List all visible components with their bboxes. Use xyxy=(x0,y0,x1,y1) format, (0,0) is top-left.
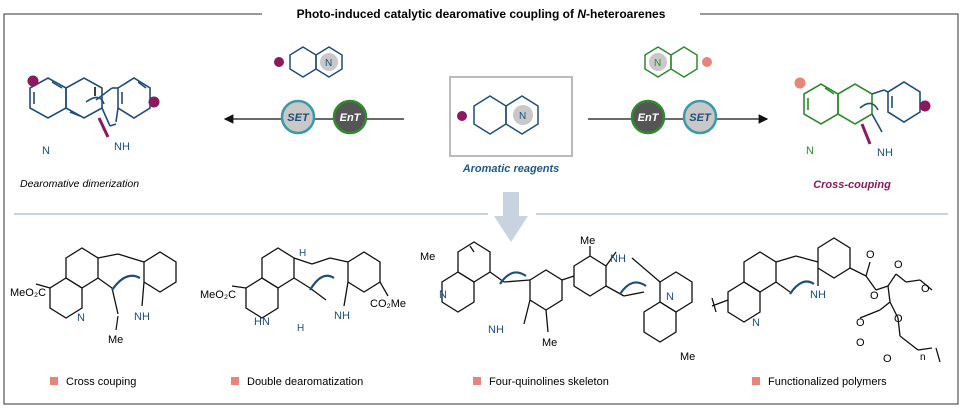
bullet-1 xyxy=(50,377,58,385)
structure-double-dearomatization xyxy=(231,247,389,319)
h-label-2a: H xyxy=(299,248,306,259)
n-label-3b: N xyxy=(666,291,674,303)
dimer-product-left xyxy=(29,77,151,127)
bullet-4 xyxy=(752,377,760,385)
o-label-4a: O xyxy=(866,249,875,261)
o-label-4e: O xyxy=(856,317,865,329)
substituent-dot-right1 xyxy=(794,77,806,89)
n-atom-left: N xyxy=(42,145,50,157)
caption-aromatic-reagents: Aromatic reagents xyxy=(462,163,560,175)
n-highlight-center xyxy=(513,105,533,125)
substituent-dot-center xyxy=(457,111,467,121)
bridge-bond-1 xyxy=(111,274,141,291)
n-label-1: N xyxy=(77,312,85,324)
bridge-bond-2 xyxy=(309,274,335,291)
structure-four-quinolines xyxy=(441,241,693,343)
n-label-4: N xyxy=(752,317,760,329)
me-label-3c: Me xyxy=(580,235,595,247)
set-cycle-left xyxy=(280,99,316,135)
substituent-dot-left-reagent xyxy=(274,57,284,67)
co2me-label-2: CO₂Me xyxy=(370,298,406,310)
bullet-3 xyxy=(473,377,481,385)
nh-left: NH xyxy=(114,141,130,153)
n-highlight-right-reagent xyxy=(649,53,667,71)
new-bond-right xyxy=(860,123,872,145)
nh-label-1: NH xyxy=(134,311,150,323)
n-subscript-label-4: n xyxy=(920,352,926,363)
meo2c-label-2: MeO₂C xyxy=(200,289,236,301)
structure-functionalized-polymer xyxy=(711,237,941,363)
caption-bottom-2: Double dearomatization xyxy=(247,376,363,388)
o-label-4h: O xyxy=(883,353,892,365)
bridge-bond-4 xyxy=(789,280,815,295)
new-bond-left xyxy=(97,117,110,138)
o-label-4b: O xyxy=(870,290,879,302)
nh-label-3b: NH xyxy=(610,253,626,265)
title-backdrop xyxy=(262,6,700,22)
nh-label-2: NH xyxy=(334,310,350,322)
substituent-dot-left1 xyxy=(27,75,39,87)
o-label-4d: O xyxy=(921,283,930,295)
set-cycle-right xyxy=(682,99,718,135)
ent-label-right: EnT xyxy=(638,112,660,124)
outer-frame xyxy=(3,13,959,405)
hn-label-2: HN xyxy=(254,316,270,328)
bridge-bond-3a xyxy=(499,271,527,285)
meo2c-label-1: MeO₂C xyxy=(10,287,46,299)
bridge-bond-3b xyxy=(619,281,647,295)
substituent-dot-right-reagent xyxy=(702,57,712,67)
set-label-right: SET xyxy=(689,112,712,124)
n-atom-right: N xyxy=(806,145,814,157)
caption-dearomative-dimerization: Dearomative dimerization xyxy=(20,178,139,190)
ent-cycle-right xyxy=(630,99,666,135)
ent-label-left: EnT xyxy=(340,112,362,124)
o-label-4c: O xyxy=(894,259,903,271)
caption-bottom-4: Functionalized polymers xyxy=(768,376,887,388)
quinoline-reagent-left xyxy=(289,46,343,78)
bullet-2 xyxy=(231,377,239,385)
nh-label-4: NH xyxy=(810,289,826,301)
me-label-3b: Me xyxy=(542,337,557,349)
me-label-3d: Me xyxy=(680,351,695,363)
nh-right: NH xyxy=(877,147,893,159)
n-label-left-reagent: N xyxy=(325,58,332,69)
caption-cross-couping: Cross-couping xyxy=(813,179,891,191)
quinoline-center xyxy=(473,95,539,135)
set-label-left: SET xyxy=(287,112,310,124)
scheme-title: Photo-induced catalytic dearomative coup… xyxy=(297,7,666,21)
substituent-dot-right2 xyxy=(919,100,931,112)
nh-label-3a: NH xyxy=(488,324,504,336)
caption-bottom-3: Four-quinolines skeleton xyxy=(489,376,609,388)
ent-cycle-left xyxy=(332,99,368,135)
structure-cross-couping xyxy=(35,247,177,319)
h-label-2b: H xyxy=(297,323,304,334)
n-label-3a: N xyxy=(439,289,447,301)
down-arrow xyxy=(494,192,528,242)
substituent-dot-left2 xyxy=(148,96,160,108)
o-label-4g: O xyxy=(856,337,865,349)
n-highlight-left-reagent xyxy=(320,53,338,71)
n-label-center: N xyxy=(519,111,526,122)
me-label-3a: Me xyxy=(420,251,435,263)
cross-product-right xyxy=(803,81,921,133)
caption-bottom-1: Cross couping xyxy=(66,376,136,388)
me-label-1: Me xyxy=(108,334,123,346)
o-label-4f: O xyxy=(894,313,903,325)
me-bond-1 xyxy=(115,315,119,331)
aromatic-reagent-box xyxy=(449,76,573,157)
n-label-right-reagent: N xyxy=(654,58,661,69)
quinoline-reagent-right xyxy=(644,46,698,78)
